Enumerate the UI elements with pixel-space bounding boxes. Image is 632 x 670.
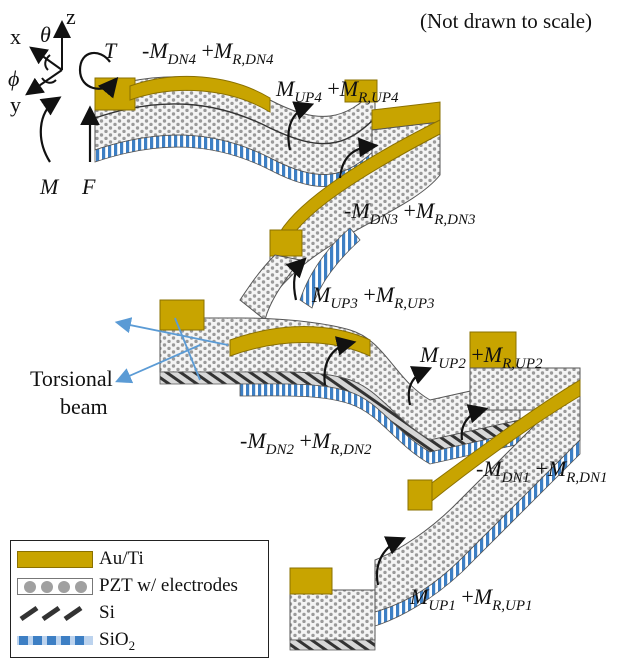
pzt-swatch [17,578,93,595]
coordinate-triad [25,20,71,96]
beam-1 [289,378,581,651]
axis-theta-label: θ [40,22,51,47]
legend: Au/Ti PZT w/ electrodes Si SiO2 [10,540,269,658]
sio2-swatch [17,632,93,649]
axis-z-label: z [66,4,76,29]
arrow-dn1 [460,404,489,441]
arrow-dn2 [323,336,357,386]
moment-label-up4: MUP4 +MR,UP4 [275,76,399,106]
axis-x-label: x [10,24,21,49]
beam-3 [239,119,441,321]
scale-note: (Not drawn to scale) [420,9,592,33]
arrow-up2 [407,366,433,406]
moment-label-up3: MUP3 +MR,UP3 [311,282,435,312]
torsional-label-line2: beam [60,394,108,419]
si-swatch [17,605,93,622]
legend-label-pzt: PZT w/ electrodes [99,575,238,596]
moment-label-dn1: -MDN1 +MR,DN1 [476,456,608,486]
moment-label-dn4: -MDN4 +MR,DN4 [142,38,274,68]
legend-row-si: Si [11,601,268,627]
arrow-M [39,96,62,163]
moment-label-dn2: -MDN2 +MR,DN2 [240,428,372,458]
moment-label-up1: MUP1 +MR,UP1 [409,584,533,614]
arrow-up3 [285,257,307,301]
legend-label-au: Au/Ti [99,548,144,569]
legend-row-au: Au/Ti [11,547,268,573]
axis-y-label: y [10,92,21,117]
legend-label-sio2: SiO2 [99,629,136,653]
arrow-up1 [375,536,407,586]
arrow-up4 [287,101,315,151]
legend-label-si: Si [99,602,115,623]
axis-phi-label: ϕ [8,66,19,91]
load-F-label: F [81,174,96,199]
moment-label-dn3: -MDN3 +MR,DN3 [344,198,476,228]
arrow-T [78,52,119,99]
au-ti-swatch [17,551,93,568]
torsional-arrow [114,317,229,384]
moment-arrows [39,52,489,586]
beam-2 [159,299,581,465]
load-M-label: M [39,174,60,199]
legend-row-sio2: SiO2 [11,628,268,654]
torsional-label-line1: Torsional [30,366,113,391]
arrow-dn3 [338,137,379,179]
load-T-label: T [104,38,118,63]
beam-structure [94,75,581,651]
moment-label-up2: MUP2 +MR,UP2 [419,342,543,372]
legend-row-pzt: PZT w/ electrodes [11,574,268,600]
